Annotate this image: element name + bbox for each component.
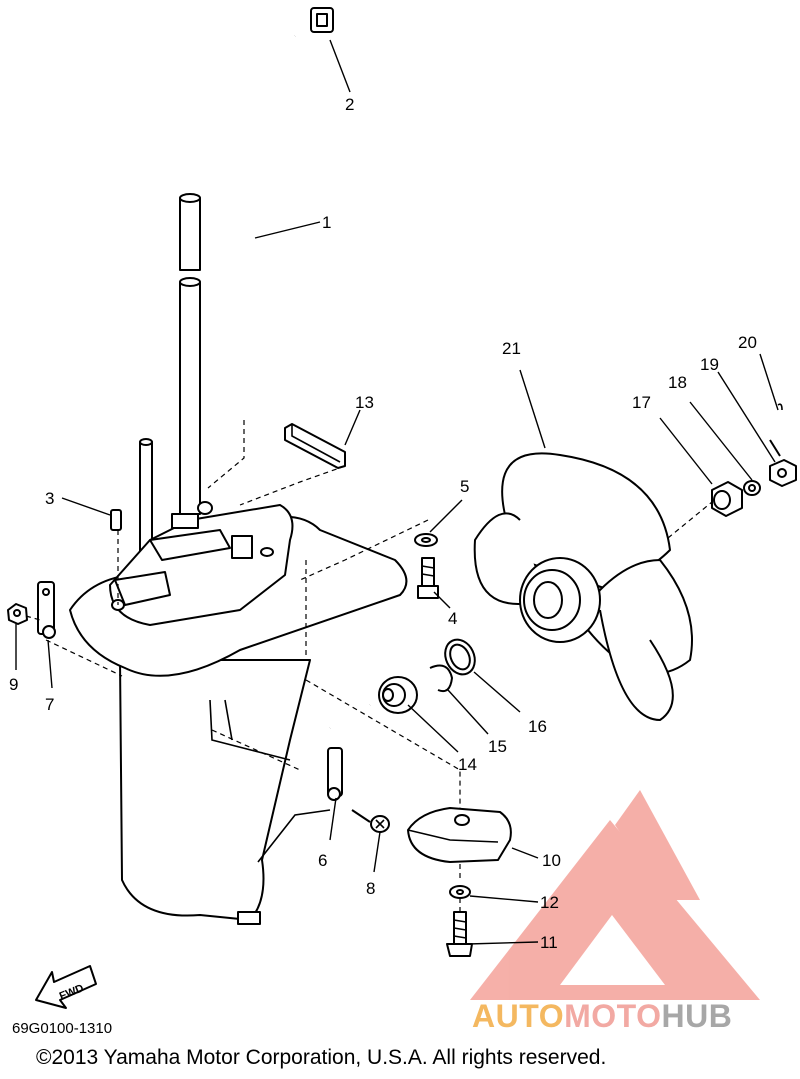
washer-18 xyxy=(743,480,761,496)
callout-10: 10 xyxy=(542,851,561,870)
plate-left xyxy=(37,581,56,639)
callout-19: 19 xyxy=(700,355,719,374)
dowel-pin xyxy=(110,509,122,531)
callout-14: 14 xyxy=(458,755,477,774)
lower-unit-casing xyxy=(69,501,408,925)
callout-5: 5 xyxy=(460,477,469,496)
callout-15: 15 xyxy=(488,737,507,756)
callout-2: 2 xyxy=(345,95,354,114)
callout-7: 7 xyxy=(45,695,54,714)
washer-5 xyxy=(414,533,438,547)
watermark-part-moto: MOTO xyxy=(564,998,662,1034)
drawing-code: 69G0100-1310 xyxy=(12,1020,113,1037)
bolt-11 xyxy=(446,911,473,957)
callout-4: 4 xyxy=(448,609,457,628)
callout-11: 11 xyxy=(540,933,558,952)
leader-lines xyxy=(15,39,779,945)
anode xyxy=(407,807,512,863)
propeller xyxy=(473,452,693,721)
automotohub-logo xyxy=(470,790,760,1000)
circlip xyxy=(429,664,453,693)
callout-3: 3 xyxy=(45,489,54,508)
bracket-piece xyxy=(284,423,346,469)
watermark-part-hub: HUB xyxy=(661,998,733,1034)
callout-18: 18 xyxy=(668,373,687,392)
shift-rod xyxy=(236,32,297,420)
callout-1: 1 xyxy=(322,213,331,232)
spacer xyxy=(711,481,743,517)
callout-13: 13 xyxy=(355,393,374,412)
copyright-notice: ©2013 Yamaha Motor Corporation, U.S.A. A… xyxy=(36,1046,607,1069)
prop-nut xyxy=(769,459,797,487)
bolt-4 xyxy=(417,557,439,599)
washer-12 xyxy=(449,885,471,899)
callout-12: 12 xyxy=(540,893,559,912)
drive-shaft xyxy=(179,193,201,515)
cotter-pin xyxy=(769,403,783,457)
grommet xyxy=(310,7,334,33)
callout-21: 21 xyxy=(502,339,521,358)
callout-16: 16 xyxy=(528,717,547,736)
callout-9: 9 xyxy=(9,675,18,694)
fwd-arrow-icon: FWD xyxy=(35,965,97,1009)
watermark-text: AUTOMOTOHUB xyxy=(472,998,732,1035)
watermark-part-auto: AUTO xyxy=(472,998,565,1034)
seal-holder xyxy=(378,676,418,714)
callout-numbers: 1 2 3 4 5 6 7 8 9 10 11 12 13 14 15 16 1… xyxy=(9,95,757,952)
callout-17: 17 xyxy=(632,393,651,412)
callout-8: 8 xyxy=(366,879,375,898)
o-ring xyxy=(444,638,476,676)
alignment-lines xyxy=(25,420,713,912)
screw xyxy=(351,809,390,833)
callout-6: 6 xyxy=(318,851,327,870)
callout-20: 20 xyxy=(738,333,757,352)
nut xyxy=(7,603,28,625)
plate-mid xyxy=(327,747,343,801)
